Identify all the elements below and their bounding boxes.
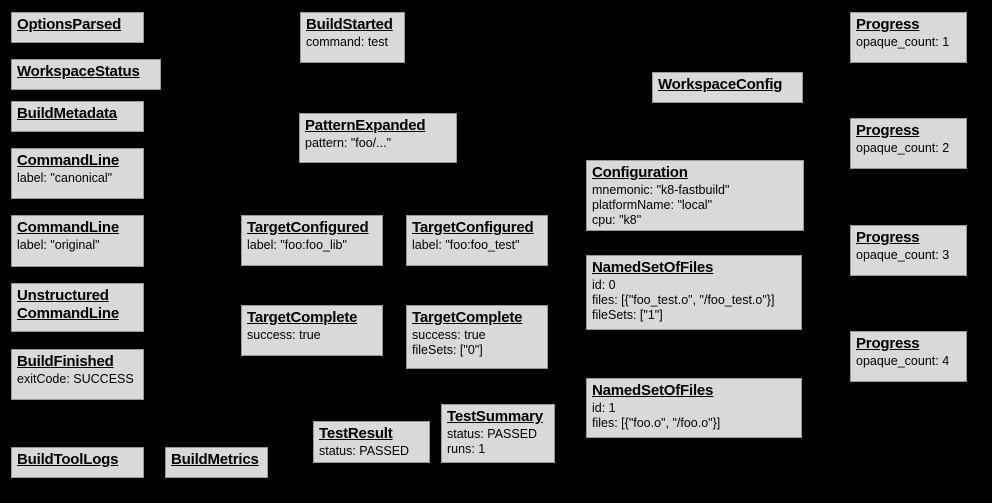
node-build-finished[interactable]: BuildFinished exitCode: SUCCESS (11, 349, 144, 400)
node-fields: mnemonic: "k8-fastbuild" platformName: "… (592, 183, 730, 227)
node-configuration[interactable]: Configuration mnemonic: "k8-fastbuild" pl… (586, 160, 804, 231)
node-target-complete-test[interactable]: TargetComplete success: true fileSets: ["… (406, 305, 548, 369)
node-fields: opaque_count: 2 (856, 141, 950, 155)
node-fields: command: test (306, 35, 388, 49)
node-fields: opaque_count: 4 (856, 354, 950, 368)
node-title: NamedSetOfFiles (592, 259, 714, 276)
node-build-started[interactable]: BuildStarted command: test (300, 12, 405, 63)
node-fields: opaque_count: 1 (856, 35, 950, 49)
node-title: BuildMetadata (17, 105, 117, 122)
node-fields: label: "original" (17, 238, 100, 252)
node-title: BuildStarted (306, 16, 393, 33)
node-workspace-config[interactable]: WorkspaceConfig (652, 72, 803, 103)
node-title: WorkspaceStatus (17, 63, 140, 80)
node-title: CommandLine (17, 219, 119, 236)
node-build-metadata[interactable]: BuildMetadata (11, 101, 144, 132)
node-workspace-status[interactable]: WorkspaceStatus (11, 59, 161, 90)
node-title: Configuration (592, 164, 688, 181)
node-title: OptionsParsed (17, 16, 122, 33)
node-title: Progress (856, 335, 920, 352)
node-progress-2[interactable]: Progress opaque_count: 2 (850, 118, 967, 169)
node-title: TargetConfigured (412, 219, 534, 236)
node-named-set-of-files-1[interactable]: NamedSetOfFiles id: 1 files: [{"foo.o", "… (586, 378, 802, 438)
node-target-configured-foo-test[interactable]: TargetConfigured label: "foo:foo_test" (406, 215, 548, 266)
node-title: WorkspaceConfig (658, 76, 783, 93)
node-title: Progress (856, 229, 920, 246)
node-named-set-of-files-0[interactable]: NamedSetOfFiles id: 0 files: [{"foo_test.… (586, 255, 802, 330)
node-command-line-original[interactable]: CommandLine label: "original" (11, 215, 144, 267)
node-fields: label: "foo:foo_lib" (247, 238, 347, 252)
node-progress-3[interactable]: Progress opaque_count: 3 (850, 225, 967, 276)
node-command-line-canonical[interactable]: CommandLine label: "canonical" (11, 148, 144, 199)
node-target-complete-lib[interactable]: TargetComplete success: true (241, 305, 383, 356)
node-title: TestResult (319, 425, 393, 442)
node-title: TargetComplete (412, 309, 523, 326)
node-fields: exitCode: SUCCESS (17, 372, 134, 386)
node-fields: pattern: "foo/..." (305, 136, 392, 150)
node-fields: opaque_count: 3 (856, 248, 950, 262)
node-fields: success: true (247, 328, 321, 342)
node-title: PatternExpanded (305, 117, 426, 134)
node-title: NamedSetOfFiles (592, 382, 714, 399)
node-fields: label: "canonical" (17, 171, 113, 185)
node-fields: status: PASSED runs: 1 (447, 427, 538, 456)
node-title: Progress (856, 122, 920, 139)
node-title: TestSummary (447, 408, 543, 425)
node-title: Progress (856, 16, 920, 33)
node-progress-4[interactable]: Progress opaque_count: 4 (850, 331, 967, 382)
node-title: BuildToolLogs (17, 451, 119, 468)
node-test-result[interactable]: TestResult status: PASSED (313, 421, 430, 463)
node-title: TargetComplete (247, 309, 358, 326)
node-fields: status: PASSED (319, 444, 410, 458)
node-build-metrics[interactable]: BuildMetrics (165, 447, 268, 478)
node-title: Unstructured CommandLine (17, 287, 119, 322)
node-title: BuildFinished (17, 353, 114, 370)
node-progress-1[interactable]: Progress opaque_count: 1 (850, 12, 967, 63)
node-title: CommandLine (17, 152, 119, 169)
node-options-parsed[interactable]: OptionsParsed (11, 12, 144, 43)
node-fields: label: "foo:foo_test" (412, 238, 520, 252)
node-target-configured-foo-lib[interactable]: TargetConfigured label: "foo:foo_lib" (241, 215, 383, 266)
node-test-summary[interactable]: TestSummary status: PASSED runs: 1 (441, 404, 555, 463)
node-fields: id: 1 files: [{"foo.o", "/foo.o"}] (592, 401, 721, 430)
node-fields: success: true fileSets: ["0"] (412, 328, 486, 357)
node-unstructured-command-line[interactable]: Unstructured CommandLine (11, 283, 144, 332)
node-pattern-expanded[interactable]: PatternExpanded pattern: "foo/..." (299, 113, 457, 163)
node-title: BuildMetrics (171, 451, 259, 468)
node-title: TargetConfigured (247, 219, 369, 236)
node-fields: id: 0 files: [{"foo_test.o", "/foo_test.… (592, 278, 775, 322)
node-build-tool-logs[interactable]: BuildToolLogs (11, 447, 144, 478)
